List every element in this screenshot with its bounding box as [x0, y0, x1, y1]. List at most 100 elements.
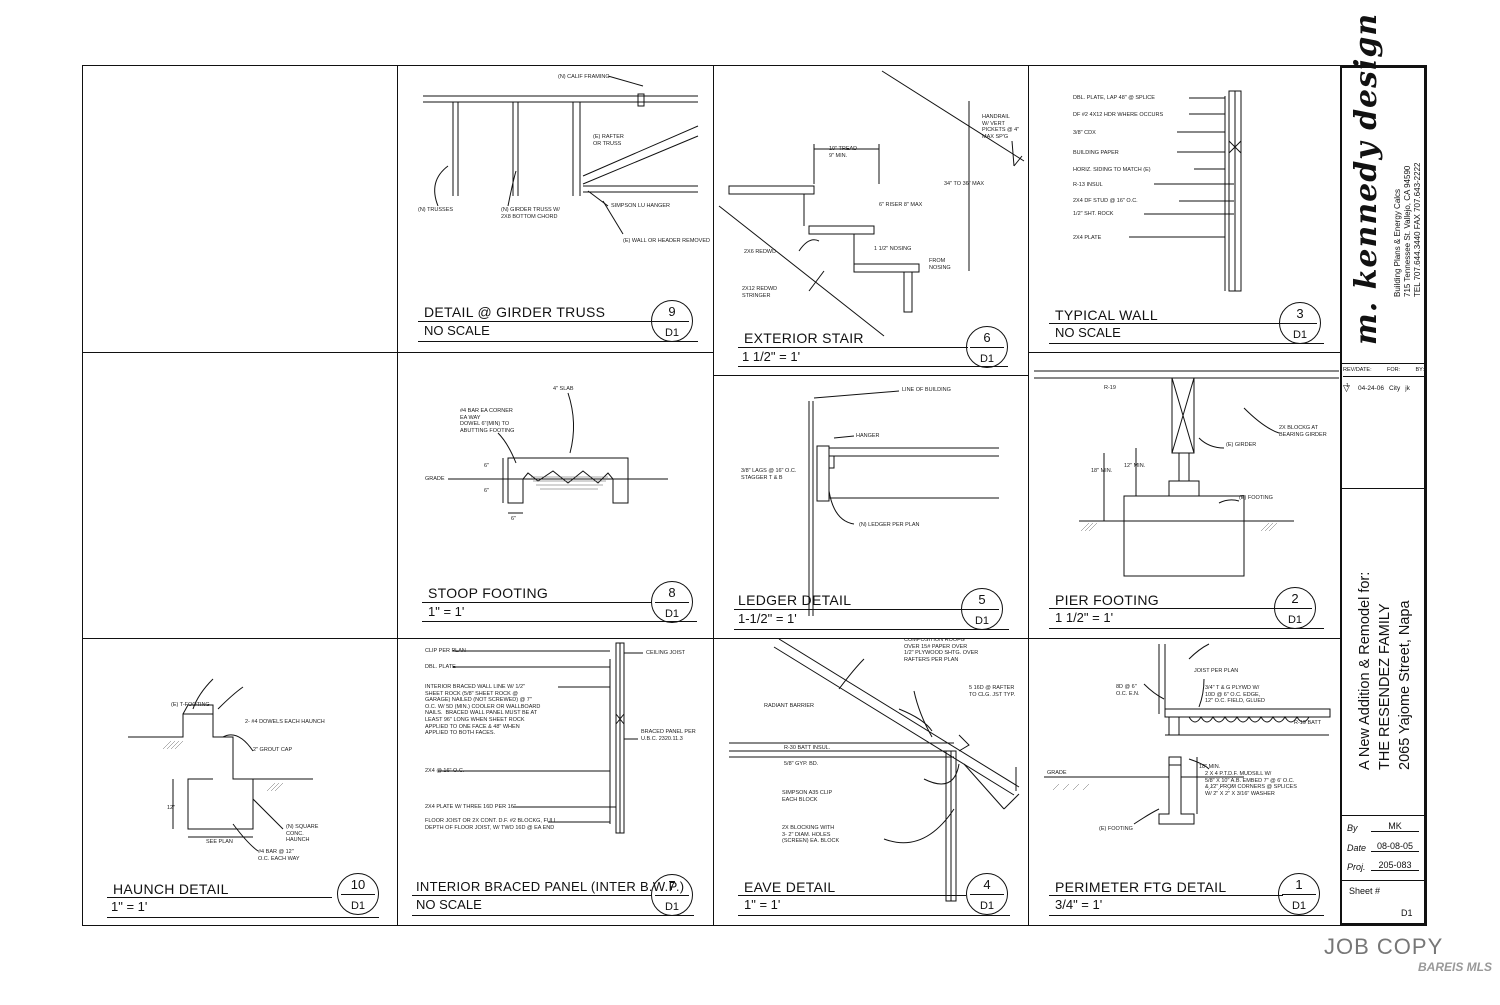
sheet-value: D1 [1401, 908, 1413, 918]
note-see-plan: SEE PLAN [206, 839, 233, 845]
note-18min: 18" MIN. [1091, 468, 1113, 474]
firm-phone: TEL 707.644.3440 FAX 707.643-2222 [1413, 162, 1422, 297]
detail-title: EXTERIOR STAIR [744, 330, 864, 346]
note-stud: 2x4 DF STUD @ 16" O.C. [1073, 198, 1138, 204]
note-dowels: 2- #4 DOWELS EACH HAUNCH [245, 719, 325, 725]
note-girder: (E) GIRDER [1226, 442, 1257, 448]
note-ledger: (N) LEDGER PER PLAN [859, 522, 920, 528]
note-plate-nails: 2x4 PLATE w/ THREE 16d PER 16" [425, 804, 516, 810]
title-underline [1049, 895, 1283, 896]
note-clip: CLIP PER PLAN [425, 648, 466, 654]
perimeter-footing-drawing [1044, 643, 1331, 825]
note-braced-wall-line: INTERIOR BRACED WALL LINE w/ 1/2" SHEET … [425, 684, 541, 737]
detail-title: LEDGER DETAIL [738, 592, 852, 608]
detail-haunch: (E) T-FOOTING 2- #4 DOWELS EACH HAUNCH 2… [82, 638, 398, 926]
rev-header: REV/DATE:FOR:BY: [1343, 367, 1424, 377]
title-underline [1049, 323, 1284, 324]
empty-panel-middle-left [82, 352, 398, 639]
detail-scale: 3/4" = 1' [1055, 897, 1103, 912]
detail-girder-truss: (N) CALIF FRAMING (E) RAFTER OR TRUSS (N… [397, 65, 714, 353]
title-block: m. kennedy design Building Plans & Energ… [1340, 13, 1427, 926]
project-line-2: THE RESENDEZ FAMILY [1377, 603, 1393, 770]
note-mudsill: 2 x 4 P.T.D.F. MUDSILL w/ 5/8" x 10" A.B… [1205, 771, 1297, 797]
note-bar: #4 BAR @ 12" O.C. EACH WAY [258, 849, 300, 862]
detail-title: TYPICAL WALL [1055, 307, 1158, 323]
girder-truss-drawing [423, 75, 699, 235]
detail-title: STOOP FOOTING [428, 585, 549, 601]
note-r19-batt: R-19 BATT [1294, 720, 1322, 726]
detail-scale: NO SCALE [416, 897, 482, 912]
detail-title: HAUNCH DETAIL [113, 881, 229, 897]
title-underline [734, 609, 966, 610]
detail-interior-braced-panel: CLIP PER PLAN CEILING JOIST DBL. PLATE I… [397, 638, 714, 926]
note-simpson-hanger: SIMPSON LU HANGER [611, 203, 670, 209]
note-siding: HORIZ. SIDING TO MATCH (E) [1073, 167, 1151, 173]
proj-value: 205-083 [1371, 860, 1419, 871]
title-underline [412, 895, 652, 896]
note-dim-6b: 6" [484, 488, 490, 494]
note-grade: GRADE [425, 476, 445, 482]
detail-scale: 1-1/2" = 1' [738, 611, 797, 626]
scale-underline [418, 341, 698, 342]
eave-drawing [729, 639, 1020, 902]
title-underline [738, 347, 968, 348]
note-dbl-plate: DBL. PLATE [425, 664, 456, 670]
note-grout-cap: 2" GROUT CAP [253, 747, 293, 753]
note-braced-panel-ubc: BRACED PANEL PER U.B.C. 2320.11.3 [641, 729, 696, 742]
note-radiant-barrier: RADIANT BARRIER [764, 703, 815, 709]
note-wall-removed: (E) WALL OR HEADER REMOVED [623, 238, 710, 244]
by-label: By [1347, 823, 1358, 833]
title-underline [422, 602, 652, 603]
note-12: 12" [167, 805, 176, 811]
ledger-drawing [808, 390, 999, 616]
rev-triangle: ▽ 1 [1343, 383, 1350, 393]
note-r30: R-30 BATT INSUL. [784, 745, 831, 751]
note-calif-framing: (N) CALIF FRAMING [558, 74, 610, 80]
detail-exterior-stair: HANDRAIL w/ VERT PICKETS @ 4" MAX SP'G 1… [713, 65, 1029, 376]
haunch-drawing [128, 678, 313, 852]
job-copy-stamp: JOB COPY [1324, 934, 1444, 959]
note-building-paper: BUILDING PAPER [1073, 150, 1119, 156]
detail-title: EAVE DETAIL [744, 879, 836, 895]
note-grade: GRADE [1047, 770, 1067, 776]
note-plate: 2x4 PLATE [1073, 235, 1102, 241]
scale-underline [734, 629, 1009, 630]
project-line-1: A New Addition & Remodel for: [1357, 571, 1373, 770]
note-dbl-plate: DBL. PLATE, LAP 48" @ SPLICE [1073, 95, 1155, 101]
detail-pier-footing: R-19 2x BLOCKG at BEARING GIRDER (E) GIR… [1028, 352, 1342, 639]
detail-title: DETAIL @ GIRDER TRUSS [424, 304, 606, 320]
note-t-footing: (E) T-FOOTING [171, 702, 210, 708]
note-nosing: 1 1/2" NOSING [874, 246, 912, 252]
note-square-haunch: (N) SQUARE CONC. HAUNCH [286, 824, 319, 844]
scale-underline [422, 621, 697, 622]
detail-typical-wall: DBL. PLATE, LAP 48" @ SPLICE DF #2 4x12 … [1028, 65, 1342, 353]
pier-footing-drawing [1034, 370, 1339, 577]
note-plywood: 3/4" T & G PLYWD w/ 10d @ 6" O.C. EDGE, … [1205, 685, 1266, 705]
note-8d-nails: 8d @ 6" O.C. E.N. [1116, 684, 1140, 697]
note-cdx: 3/8" CDX [1073, 130, 1096, 136]
braced-panel-drawing [438, 642, 643, 834]
exterior-stair-drawing [718, 70, 1025, 337]
date-value: 08-08-05 [1371, 841, 1419, 852]
scale-underline [1049, 343, 1324, 344]
detail-stoop-footing: 4" SLAB #4 BAR EA CORNER EA WAY DOWEL 6"… [397, 352, 714, 639]
title-underline [738, 895, 966, 896]
note-line-of-building: LINE OF BUILDING [902, 387, 951, 393]
scale-underline [1049, 628, 1324, 629]
note-dim-6a: 6" [484, 463, 490, 469]
detail-ledger: LINE OF BUILDING HANGER 3/8" LAGS @ 16" … [713, 375, 1029, 639]
scale-underline [738, 366, 1008, 367]
note-blocking-holes: 2x BLOCKING WITH 3- 2" DIAM. HOLES (SCRE… [782, 825, 840, 845]
detail-scale: NO SCALE [1055, 325, 1121, 340]
note-from-nosing: FROM NOSING [929, 258, 951, 271]
detail-eave: COMPOSITION ROOFG OVER 15# PAPER OVER 1/… [713, 638, 1029, 926]
detail-scale: 1" = 1' [111, 899, 148, 914]
detail-perimeter-footing: JOIST PER PLAN 8d @ 6" O.C. E.N. 3/4" T … [1028, 638, 1342, 926]
